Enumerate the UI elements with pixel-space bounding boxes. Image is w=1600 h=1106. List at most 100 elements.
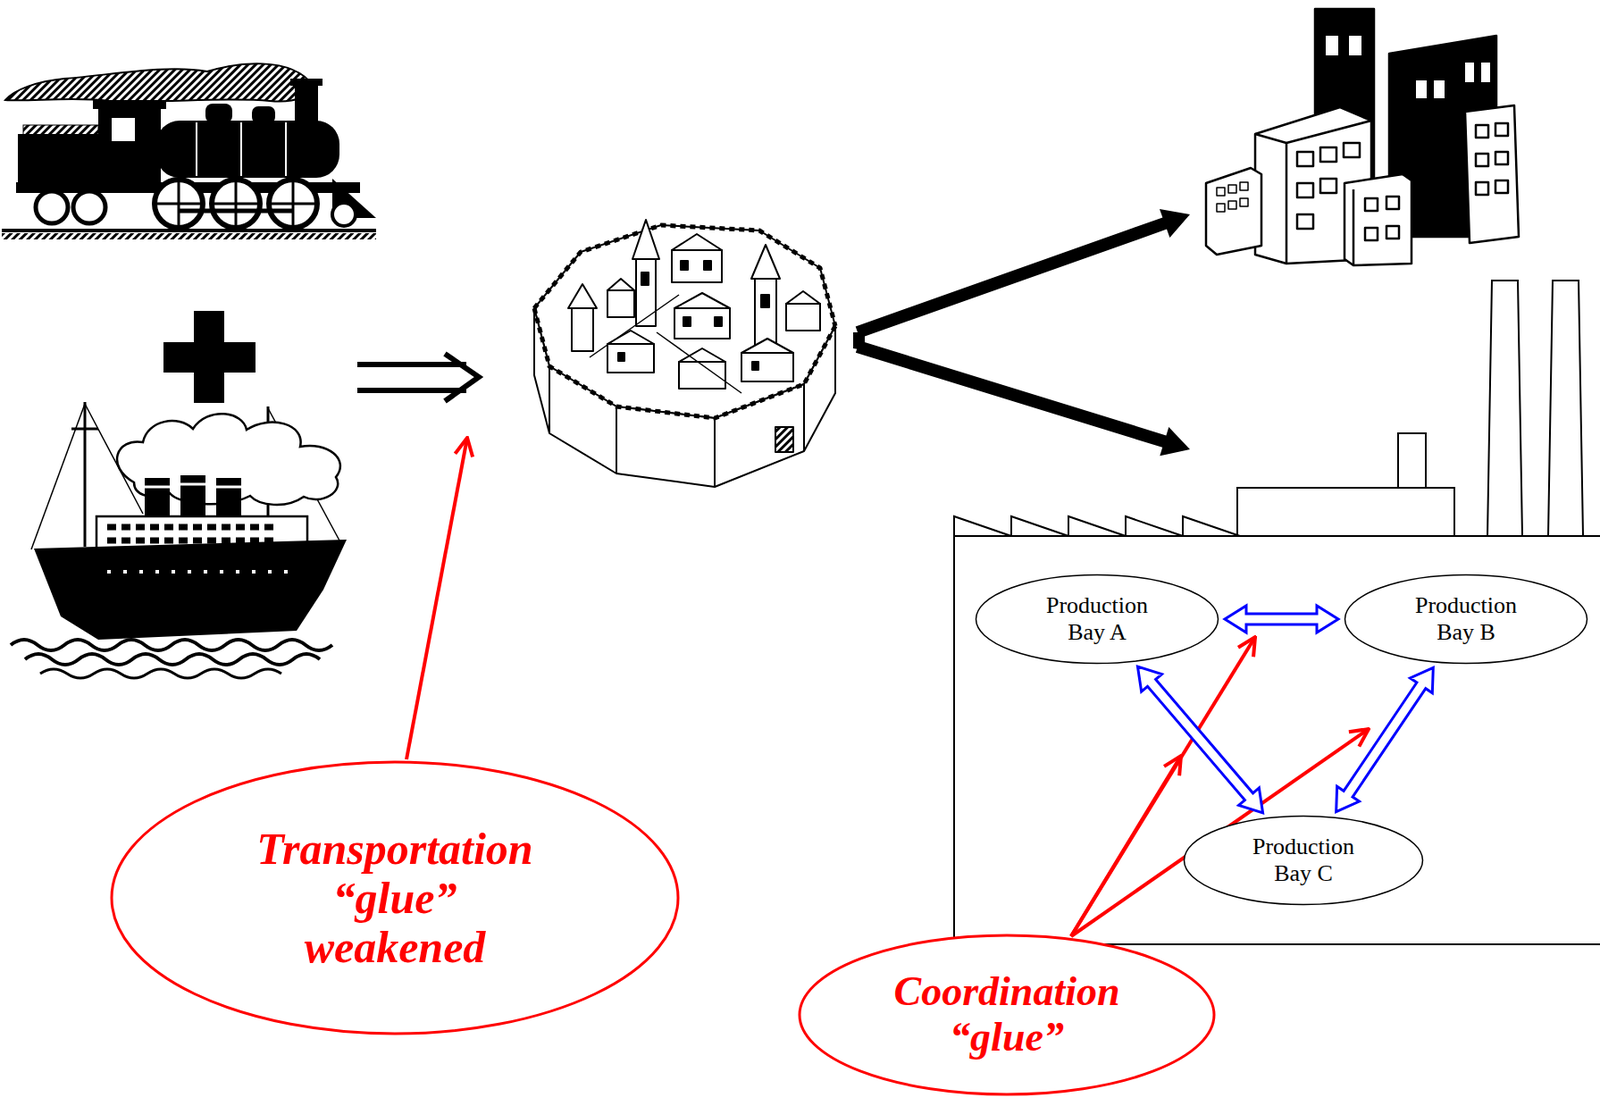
walled-city [671,250,722,283]
city-skyline [1348,35,1362,56]
walled-city [674,308,730,339]
walled-city [615,406,618,474]
walled-city [713,418,716,487]
steamship [180,483,206,486]
city-skyline [1216,203,1225,212]
walled-city [571,308,594,352]
city-skyline [1206,8,1519,266]
steamship [107,569,288,574]
locomotive [195,122,198,176]
city-skyline [1386,196,1399,210]
locomotive [1,228,377,233]
walled-city [607,343,654,373]
text-block: Production Bay A [1034,592,1160,646]
walled-city [751,244,780,279]
walled-city [568,284,597,309]
callout-ellipse: Coordination “glue” [796,932,1217,1098]
ellipse-outline [1184,816,1424,905]
city-skyline [1286,120,1372,143]
steamship [71,427,99,431]
city-skyline [1239,182,1249,191]
production-bay: Production Bay A [974,573,1220,665]
locomotive [98,105,161,188]
steamship [216,485,242,489]
factory [954,516,1240,537]
locomotive [1,233,377,240]
city-skyline [1325,35,1339,56]
text-block: Transportation “glue” weakened [245,824,545,972]
factory [1398,433,1426,488]
steamship [144,477,170,521]
text-block: Coordination “glue” [877,969,1137,1060]
locomotive [178,209,294,214]
city-skyline [1475,125,1489,138]
outcome-arrows [853,332,865,351]
walled-city [534,219,836,487]
locomotive [211,179,260,228]
walled-city [589,294,679,358]
city-skyline [1228,184,1237,193]
plus-sign [193,310,225,403]
city-skyline [1495,180,1508,193]
walled-city [656,332,742,394]
factory [954,280,1600,945]
walled-city [680,260,688,270]
locomotive [332,202,356,227]
city-skyline [1297,151,1314,167]
city-skyline [1352,189,1356,266]
steamship [10,402,347,679]
walled-city [752,361,759,370]
locomotive [73,191,106,224]
locomotive [156,120,340,178]
city-skyline [1297,214,1314,229]
text-block: Production Bay C [1240,833,1366,888]
walled-city [678,361,726,389]
factory [1487,280,1523,537]
red-leader-arrows [406,437,468,760]
factory [1548,280,1584,537]
city-skyline [1495,151,1508,165]
walled-city [641,272,649,285]
steamship [33,539,347,640]
city-skyline [1465,62,1475,83]
walled-city [636,259,656,327]
production-bay: Production Bay B [1343,573,1589,665]
city-skyline [1481,62,1491,83]
factory [954,536,1600,945]
city-skyline [1465,105,1519,243]
production-bay: Production Bay C [1182,814,1425,906]
walled-city [703,260,712,270]
walled-city [618,352,625,361]
locomotive [240,122,243,176]
double-arrow [1137,666,1263,813]
locomotive [284,122,287,176]
walled-city [741,338,794,353]
city-skyline [1320,147,1337,162]
locomotive [35,191,68,224]
locomotive [177,182,181,226]
city-skyline [1386,226,1399,239]
node-label: Production Bay B [1403,592,1529,646]
locomotive [268,179,318,228]
locomotive [294,82,319,124]
ellipse-outline [1345,575,1588,664]
locomotive [205,103,233,124]
city-skyline [1216,187,1225,196]
steamship [144,485,170,489]
walled-city [607,290,635,318]
city-skyline [1343,142,1360,158]
walled-city [534,308,836,419]
city-skyline [1415,80,1427,99]
walled-city [775,427,794,453]
steamship [180,475,206,521]
walled-city [674,293,730,309]
implies-arrow [357,353,479,402]
walled-city [803,384,805,452]
walled-city [741,352,794,382]
walled-city [632,219,660,260]
ellipse-outline [799,935,1215,1095]
outcome-arrows [855,340,1190,456]
walled-city [786,291,821,304]
city-skyline [1433,80,1445,99]
